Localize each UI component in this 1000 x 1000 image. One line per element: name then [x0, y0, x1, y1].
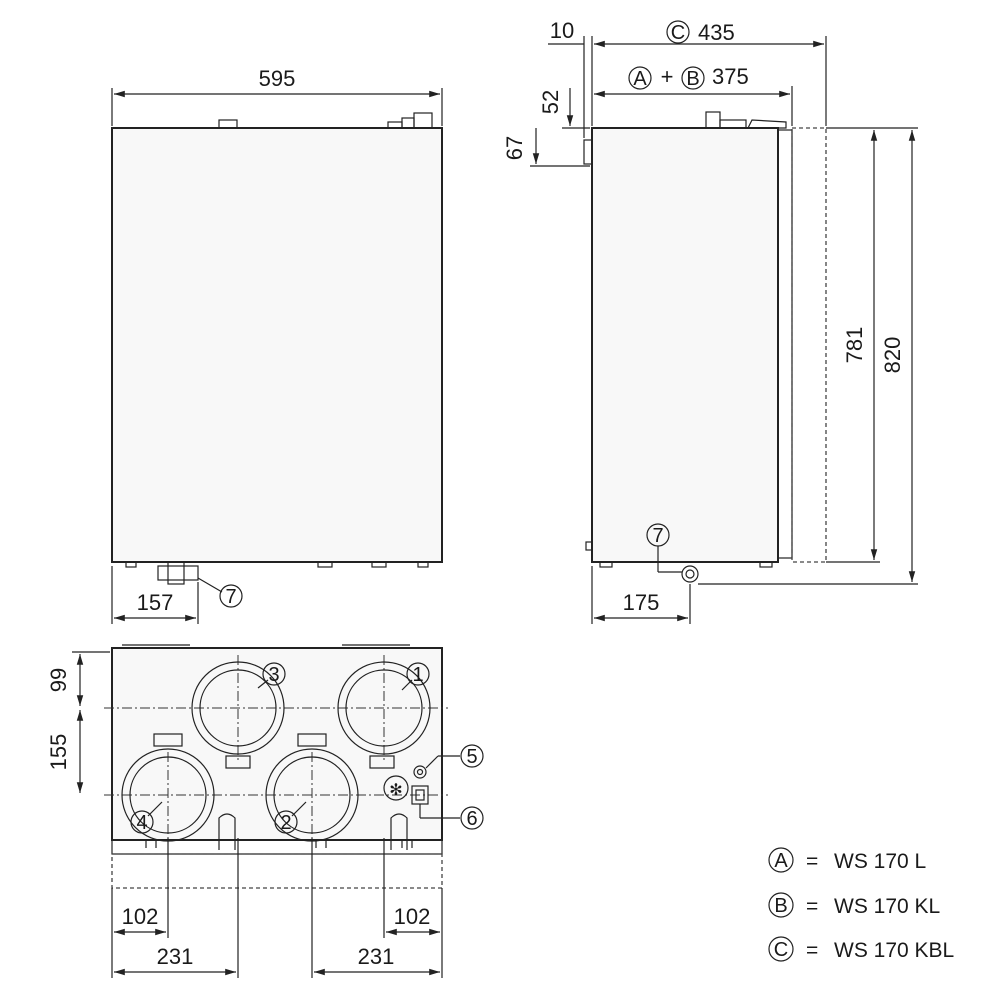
bottom-housing [111, 647, 443, 841]
side-foot [759, 561, 773, 568]
svg-text:4: 4 [136, 812, 147, 834]
dim-231-left: 231 [157, 944, 194, 969]
legend-eq-a: = [806, 850, 818, 873]
dim-157: 157 [137, 590, 174, 615]
bottom-mounting-rail [111, 839, 443, 855]
marker-c-top [666, 20, 690, 44]
dim-155: 155 [46, 734, 71, 771]
side-view: 10 C 435 A + B 375 52 67 781 820 [502, 18, 918, 624]
condensate-drain-right [390, 813, 408, 850]
dim-595: 595 [259, 66, 296, 91]
side-top-cover [747, 119, 787, 129]
legend-eq-c: = [806, 939, 818, 962]
svg-text:C: C [671, 22, 685, 44]
dim-820: 820 [880, 337, 905, 374]
side-top-fitting [705, 111, 721, 129]
legend-model-b: WS 170 KL [834, 895, 940, 918]
dim-375: 375 [712, 64, 749, 89]
front-foot [371, 561, 387, 568]
condensate-connector [157, 565, 199, 581]
legend: A = WS 170 L B = WS 170 KL C = WS 170 KB… [768, 847, 954, 962]
electrical-connector-5 [413, 765, 427, 779]
plus-sign: + [661, 64, 674, 89]
callout-1 [406, 662, 430, 686]
marker-b-top [681, 66, 705, 90]
front-housing [111, 127, 443, 563]
legend-marker-b: B [774, 895, 787, 917]
svg-text:A: A [633, 68, 647, 90]
port-4-clip [153, 733, 183, 747]
dim-10: 10 [550, 18, 574, 43]
side-foot [599, 561, 613, 568]
port-1-outer [337, 661, 431, 755]
legend-row-b: B = WS 170 KL [768, 892, 940, 918]
side-kbl-extension [791, 127, 827, 563]
legend-marker-a: A [774, 850, 788, 872]
callout-7-side-label: 7 [652, 525, 663, 547]
front-foot [125, 561, 137, 568]
dim-102-left: 102 [122, 904, 159, 929]
callout-4 [130, 810, 154, 834]
port-2-inner [273, 756, 351, 834]
marker-a-top [628, 66, 652, 90]
callout-7-front [219, 584, 243, 608]
svg-text:1: 1 [412, 664, 423, 686]
svg-text:✻: ✻ [389, 782, 402, 799]
svg-text:3: 3 [268, 664, 279, 686]
front-foot [417, 561, 429, 568]
legend-model-a: WS 170 L [834, 850, 926, 873]
svg-text:2: 2 [280, 812, 291, 834]
dim-102-right: 102 [394, 904, 431, 929]
port-1-clip [369, 755, 395, 769]
callout-5 [460, 744, 484, 768]
side-top-fitting-b [719, 119, 747, 129]
legend-row-c: C = WS 170 KBL [768, 936, 954, 962]
wall-bracket-lower [585, 541, 593, 551]
front-foot [317, 561, 333, 568]
frost-protection-icon [383, 775, 409, 801]
port-4-inner [129, 756, 207, 834]
side-housing [591, 127, 779, 563]
front-view: 595 157 7 [111, 66, 443, 624]
dim-175: 175 [623, 590, 660, 615]
callout-6 [460, 806, 484, 830]
front-top-fitting-b [401, 117, 415, 129]
dim-781: 781 [842, 327, 867, 364]
dim-231-right: 231 [358, 944, 395, 969]
dim-67: 67 [502, 136, 527, 160]
port-3-inner [199, 669, 277, 747]
front-top-fitting-c [413, 112, 433, 129]
callout-2 [274, 810, 298, 834]
bottom-kbl-extension [111, 853, 443, 889]
legend-model-c: WS 170 KBL [834, 939, 954, 962]
callout-7-front-label: 7 [225, 586, 236, 608]
front-top-stub [218, 119, 238, 129]
port-3-clip [225, 755, 251, 769]
bottom-view: ✻ 3 1 4 2 5 6 99 [46, 644, 484, 978]
legend-eq-b: = [806, 895, 818, 918]
svg-text:5: 5 [466, 746, 477, 768]
svg-text:B: B [686, 68, 699, 90]
port-1-inner [345, 669, 423, 747]
side-front-panel [777, 129, 793, 559]
port-2-clip [297, 733, 327, 747]
port-3-outer [191, 661, 285, 755]
wall-bracket [583, 139, 593, 165]
dim-435: 435 [698, 20, 735, 45]
callout-7-side [646, 523, 670, 547]
condensate-drain-left [218, 813, 236, 850]
condensate-connector-body [167, 561, 185, 585]
legend-row-a: A = WS 170 L [768, 847, 926, 873]
dim-52: 52 [538, 90, 563, 114]
callout-3 [262, 662, 286, 686]
dim-99: 99 [46, 668, 71, 692]
side-condensate-connector [681, 565, 699, 583]
svg-text:6: 6 [466, 808, 477, 830]
legend-marker-c: C [774, 939, 788, 961]
